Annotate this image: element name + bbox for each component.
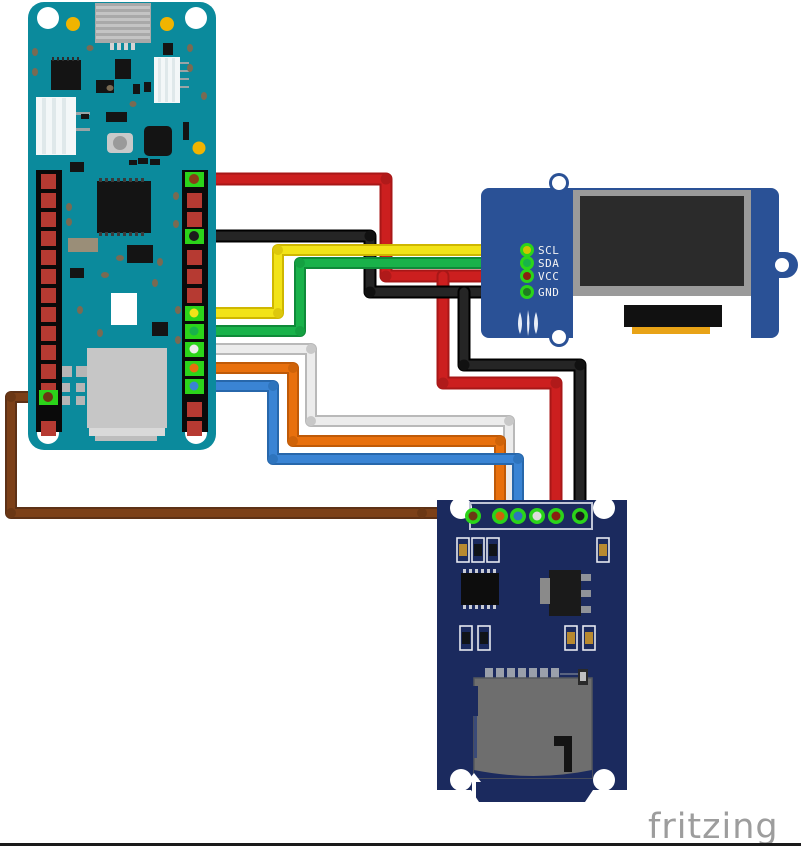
component (115, 59, 131, 79)
usb-shield (87, 348, 167, 441)
vias (32, 44, 207, 344)
ic-chip (51, 57, 81, 90)
red-sd-vcc-wire[interactable] (436, 269, 563, 523)
mounting-hole (593, 497, 615, 519)
led-yellow (192, 141, 206, 155)
blue-mosi-wire[interactable] (190, 380, 524, 522)
white-connector (36, 97, 90, 155)
arduino-left-header[interactable] (36, 170, 62, 436)
component (70, 162, 84, 172)
footer-rule (0, 843, 801, 846)
mounting-hole (552, 176, 566, 190)
oled-label-vcc: VCC (538, 270, 559, 283)
component (106, 112, 127, 122)
flex-connector (624, 305, 722, 327)
vendor-logo (518, 310, 538, 336)
oled-display-module[interactable]: SCL SDA VCC GND (481, 173, 798, 347)
mounting-hole (593, 769, 615, 791)
component-white (111, 293, 137, 325)
screen (580, 196, 744, 286)
red-vcc-wire[interactable] (189, 172, 534, 283)
mounting-hole (185, 7, 207, 29)
yellow-scl-wire[interactable] (190, 244, 533, 319)
sd-pin-row[interactable] (465, 508, 588, 524)
rf-shield (95, 3, 151, 50)
ic-chip (461, 569, 499, 609)
ic-chip (144, 126, 172, 156)
mounting-hole (450, 769, 472, 791)
wire-layer (5, 172, 587, 523)
component (127, 245, 153, 263)
sd-pin-6[interactable] (575, 511, 585, 521)
component (163, 43, 173, 55)
arduino-right-header[interactable] (182, 170, 208, 436)
white-miso-wire[interactable] (190, 343, 515, 522)
component (68, 238, 98, 252)
black-sd-gnd-wire[interactable] (457, 285, 587, 523)
led-yellow (66, 17, 80, 31)
sd-pin-4[interactable] (532, 511, 542, 521)
green-sda-wire[interactable] (190, 257, 533, 337)
microsd-socket[interactable] (471, 668, 593, 779)
component (70, 268, 84, 278)
smd-resistors (456, 537, 610, 651)
oled-label-gnd: GND (538, 286, 559, 299)
voltage-regulator (540, 570, 591, 616)
orange-sck-wire[interactable] (190, 362, 506, 522)
sd-pin-2[interactable] (495, 511, 505, 521)
sd-pin-5[interactable] (551, 511, 561, 521)
smd-parts (81, 82, 160, 165)
mounting-hole (552, 330, 566, 344)
mounting-hole (37, 7, 59, 29)
white-connector (154, 57, 189, 103)
led-yellow (160, 17, 174, 31)
arduino-mkr-board[interactable] (28, 2, 216, 450)
sd-pin-1[interactable] (468, 511, 478, 521)
oled-label-sda: SDA (538, 257, 559, 270)
smd-pads (61, 366, 87, 405)
orientation-arrow-icon (467, 773, 481, 798)
sd-pin-3[interactable] (513, 511, 523, 521)
fritzing-watermark: fritzing (648, 807, 779, 847)
oled-label-scl: SCL (538, 244, 559, 257)
component (152, 322, 168, 336)
flex-cable (632, 327, 710, 334)
mcu-chip (97, 178, 151, 236)
component (183, 122, 189, 140)
mounting-hole (775, 258, 789, 272)
sd-card-module[interactable] (437, 497, 627, 802)
